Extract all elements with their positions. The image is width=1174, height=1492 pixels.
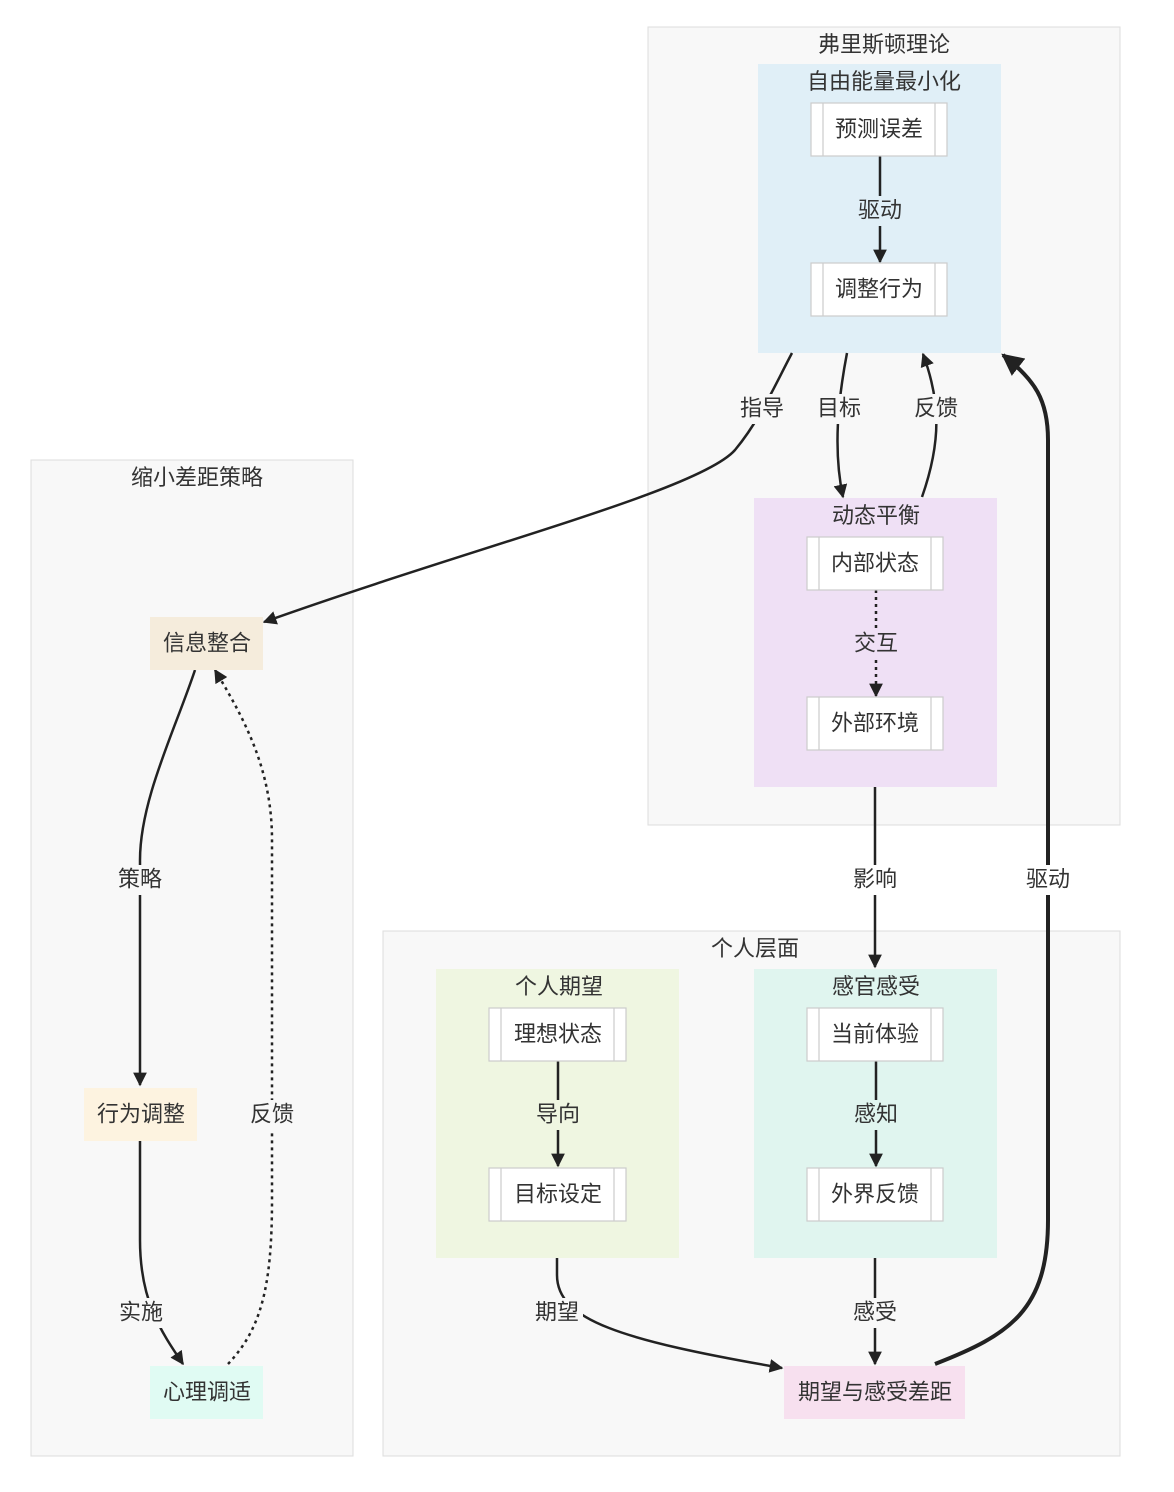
svg-text:期望: 期望 <box>535 1301 579 1326</box>
svg-text:信息整合: 信息整合 <box>163 632 251 657</box>
label-strategy: 策略 <box>114 865 166 895</box>
cluster-dynamic-balance-title: 动态平衡 <box>832 504 920 529</box>
svg-text:驱动: 驱动 <box>1026 868 1070 893</box>
node-internal-state: 内部状态 <box>806 536 944 591</box>
svg-text:期望与感受差距: 期望与感受差距 <box>798 1381 952 1406</box>
label-target: 目标 <box>813 394 865 424</box>
cluster-free-energy-title: 自由能量最小化 <box>807 70 961 95</box>
node-external-feedback: 外界反馈 <box>806 1167 944 1222</box>
label-influence: 影响 <box>849 865 901 895</box>
svg-text:感受: 感受 <box>853 1301 897 1326</box>
label-feel: 感受 <box>849 1298 901 1328</box>
edge-drive-gap <box>934 353 1050 1366</box>
cluster-strategy: 缩小差距策略 <box>30 459 354 1457</box>
node-goal-setting: 目标设定 <box>488 1167 627 1222</box>
label-feedback2: 反馈 <box>246 1100 298 1130</box>
node-current-exp: 当前体验 <box>806 1007 944 1062</box>
svg-text:理想状态: 理想状态 <box>514 1023 602 1048</box>
svg-text:目标: 目标 <box>817 397 861 422</box>
svg-text:影响: 影响 <box>853 868 897 893</box>
label-interact: 交互 <box>850 629 902 659</box>
label-orient: 导向 <box>532 1100 584 1130</box>
svg-text:当前体验: 当前体验 <box>831 1023 919 1048</box>
svg-text:驱动: 驱动 <box>858 199 902 224</box>
svg-text:调整行为: 调整行为 <box>835 278 923 303</box>
label-expect: 期望 <box>531 1298 583 1328</box>
node-prediction-error: 预测误差 <box>810 102 948 157</box>
svg-text:导向: 导向 <box>536 1103 580 1128</box>
edge-target <box>833 352 849 499</box>
svg-text:指导: 指导 <box>740 397 784 422</box>
svg-text:行为调整: 行为调整 <box>97 1103 185 1128</box>
cluster-sensory-title: 感官感受 <box>832 975 920 1000</box>
svg-text:外部环境: 外部环境 <box>831 712 919 737</box>
label-drive1: 驱动 <box>854 196 906 226</box>
node-adjust-behavior: 调整行为 <box>810 262 948 317</box>
node-external-env: 外部环境 <box>806 696 944 751</box>
svg-text:内部状态: 内部状态 <box>831 552 919 577</box>
cluster-expectation-title: 个人期望 <box>515 975 603 1000</box>
label-guide: 指导 <box>736 394 788 424</box>
node-psych-adjust: 心理调适 <box>150 1366 263 1419</box>
node-ideal-state: 理想状态 <box>488 1007 627 1062</box>
svg-text:预测误差: 预测误差 <box>835 118 923 143</box>
cluster-strategy-title: 缩小差距策略 <box>131 466 263 491</box>
node-gap: 期望与感受差距 <box>784 1366 965 1419</box>
svg-text:实施: 实施 <box>119 1301 163 1326</box>
node-behavior-adjust: 行为调整 <box>84 1088 197 1141</box>
svg-text:目标设定: 目标设定 <box>514 1183 602 1208</box>
label-feedback1: 反馈 <box>910 394 962 424</box>
svg-text:交互: 交互 <box>854 632 898 657</box>
svg-text:感知: 感知 <box>854 1103 898 1128</box>
edge-feedback-strategy <box>213 668 274 1365</box>
svg-text:策略: 策略 <box>118 868 162 893</box>
svg-text:心理调适: 心理调适 <box>163 1381 251 1406</box>
label-implement: 实施 <box>115 1298 167 1328</box>
label-drive2: 驱动 <box>1022 865 1074 895</box>
cluster-friston-title: 弗里斯顿理论 <box>818 33 950 58</box>
label-perceive: 感知 <box>850 1100 902 1130</box>
edge-expect <box>555 1258 784 1373</box>
svg-text:反馈: 反馈 <box>914 397 958 422</box>
cluster-personal-title: 个人层面 <box>711 937 799 962</box>
node-info-integration: 信息整合 <box>150 617 263 670</box>
svg-text:反馈: 反馈 <box>250 1103 294 1128</box>
svg-text:外界反馈: 外界反馈 <box>831 1183 919 1208</box>
edge-strategy <box>133 669 197 1087</box>
